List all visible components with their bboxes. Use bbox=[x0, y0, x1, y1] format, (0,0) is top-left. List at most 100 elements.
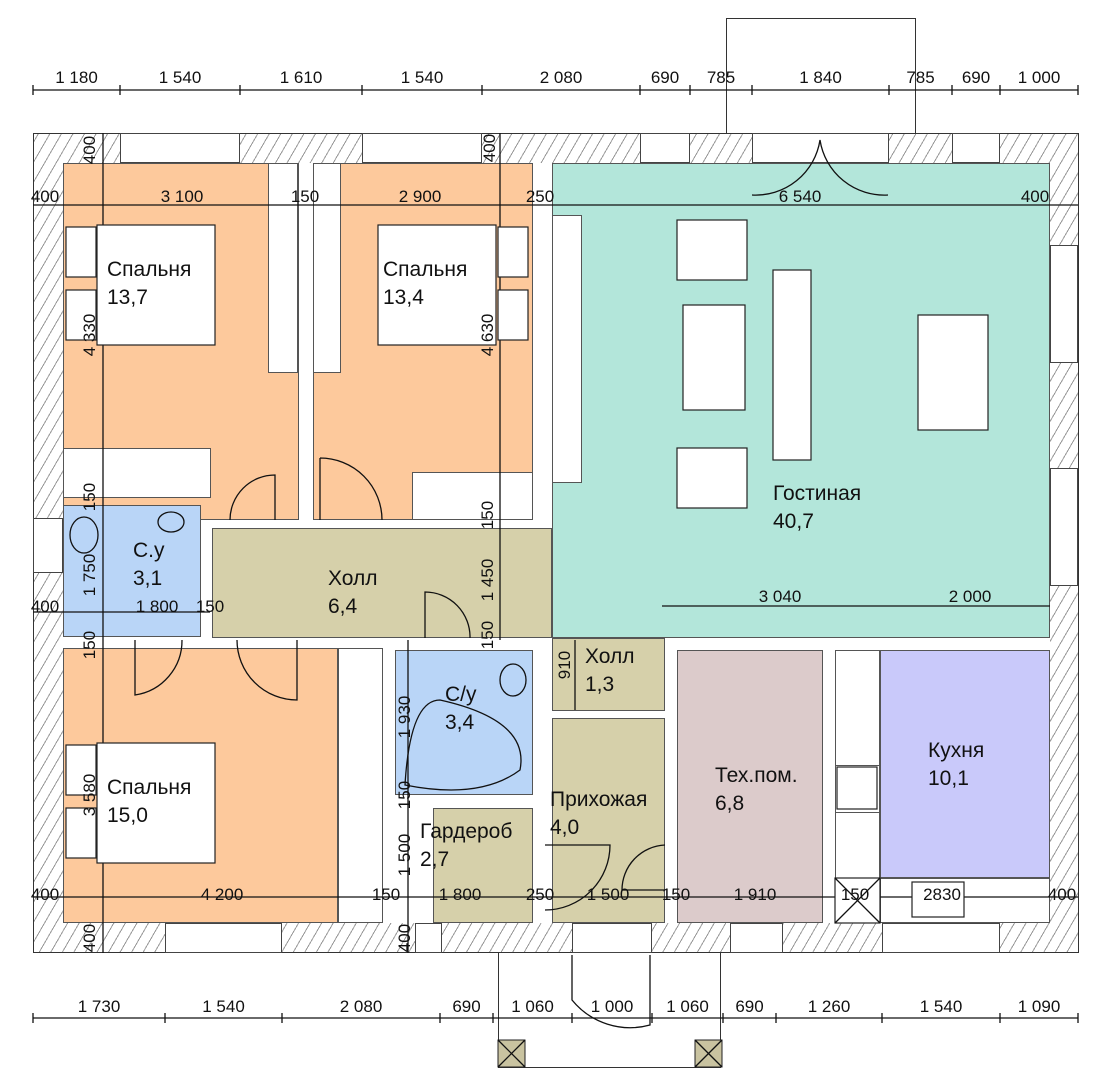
room-name: Тех.пом. bbox=[715, 764, 798, 787]
bottom-dimension-label: 690 bbox=[735, 997, 764, 1016]
dimension-label: 2830 bbox=[923, 885, 961, 904]
room-name: Гардероб bbox=[420, 820, 513, 843]
window bbox=[362, 133, 482, 163]
room-name: Спальня bbox=[107, 776, 192, 799]
dimension-label: 150 bbox=[290, 187, 320, 206]
vertical-dimension-label: 4 330 bbox=[80, 313, 99, 357]
door-icon bbox=[544, 844, 611, 911]
room-wardrobe bbox=[433, 808, 533, 923]
door-icon bbox=[424, 591, 471, 639]
dimension-label: 6 540 bbox=[778, 187, 822, 206]
room-name: Прихожая bbox=[550, 788, 648, 811]
vertical-dimension-label: 910 bbox=[555, 650, 574, 680]
window bbox=[120, 133, 240, 163]
window bbox=[882, 923, 1000, 953]
coffee-table-icon bbox=[682, 304, 746, 411]
room-area: 6,8 bbox=[715, 792, 745, 815]
room-area: 3,4 bbox=[445, 711, 475, 734]
column-icon bbox=[694, 1039, 723, 1068]
armchair-icon bbox=[676, 447, 748, 509]
vertical-dimension-label: 150 bbox=[395, 780, 414, 810]
door-icon bbox=[134, 639, 183, 696]
window bbox=[730, 923, 783, 953]
vertical-dimension-label: 150 bbox=[478, 500, 497, 530]
top-dimension-label: 690 bbox=[961, 68, 991, 87]
top-dimension-label: 785 bbox=[906, 68, 935, 87]
room-area: 10,1 bbox=[928, 767, 969, 790]
room-kitchen bbox=[880, 650, 1050, 878]
window bbox=[33, 518, 63, 573]
room-name: С.у bbox=[133, 539, 165, 562]
room-area: 40,7 bbox=[773, 510, 814, 533]
vertical-dimension-label: 4 630 bbox=[478, 313, 497, 357]
vertical-dimension-label: 150 bbox=[478, 620, 497, 650]
bottom-dimension-label: 1 730 bbox=[77, 997, 121, 1016]
room-area: 15,0 bbox=[107, 804, 148, 827]
sink-icon bbox=[911, 881, 965, 918]
dining-table-icon bbox=[917, 314, 989, 431]
vertical-dimension-label: 150 bbox=[80, 482, 99, 512]
vertical-dimension-label: 1 930 bbox=[395, 695, 414, 739]
room-area: 2,7 bbox=[420, 848, 450, 871]
dimension-label: 3 040 bbox=[758, 587, 802, 606]
bottom-dimension-label: 1 090 bbox=[1017, 997, 1061, 1016]
bottom-dimension-label: 1 260 bbox=[807, 997, 851, 1016]
room-name: Холл bbox=[585, 645, 635, 668]
dimension-label: 400 bbox=[30, 187, 60, 206]
dimension-label: 1 800 bbox=[135, 597, 179, 616]
bottom-dimension-label: 1 540 bbox=[919, 997, 963, 1016]
top-dimension-label: 1 540 bbox=[158, 68, 202, 87]
toilet-icon bbox=[499, 663, 527, 697]
window bbox=[952, 133, 1000, 163]
nightstand-icon bbox=[65, 289, 97, 341]
dimension-label: 2 000 bbox=[948, 587, 992, 606]
closet-1 bbox=[268, 163, 298, 373]
nightstand-icon bbox=[497, 289, 529, 341]
room-name: Спальня bbox=[107, 258, 192, 281]
nightstand-icon bbox=[497, 226, 529, 278]
door-icon bbox=[319, 457, 383, 521]
room-wc-1 bbox=[63, 505, 201, 637]
room-name: Кухня bbox=[928, 739, 985, 762]
bed-icon bbox=[96, 224, 216, 346]
bed-closet-1 bbox=[63, 448, 211, 498]
top-dimension-label: 690 bbox=[650, 68, 680, 87]
dimension-label: 3 100 bbox=[160, 187, 204, 206]
room-name: С/у bbox=[445, 683, 477, 706]
vertical-dimension-label: 1 450 bbox=[478, 558, 497, 602]
room-area: 13,4 bbox=[383, 286, 424, 309]
vertical-dimension-label: 400 bbox=[395, 923, 414, 953]
window bbox=[415, 923, 442, 953]
bottom-dimension-label: 690 bbox=[452, 997, 481, 1016]
window bbox=[165, 923, 282, 953]
dimension-label: 150 bbox=[840, 885, 870, 904]
room-name: Гостиная bbox=[773, 482, 862, 505]
room-entrance bbox=[552, 718, 665, 923]
dimension-label: 150 bbox=[195, 597, 225, 616]
column-icon bbox=[497, 1039, 526, 1068]
closet-2 bbox=[313, 163, 341, 373]
window bbox=[1050, 468, 1078, 586]
top-dimension-label: 1 540 bbox=[400, 68, 444, 87]
top-dimension-label: 1 840 bbox=[799, 68, 842, 87]
armchair-icon bbox=[676, 219, 748, 281]
sink-icon bbox=[157, 511, 185, 533]
nightstand-icon bbox=[65, 744, 97, 796]
top-dimension-label: 1 180 bbox=[55, 68, 98, 87]
dimension-label: 1 800 bbox=[438, 885, 482, 904]
dimension-label: 250 bbox=[525, 187, 555, 206]
window bbox=[572, 923, 652, 953]
dimension-label: 1 910 bbox=[733, 885, 777, 904]
room-area: 1,3 bbox=[585, 673, 615, 696]
room-hall bbox=[212, 528, 552, 638]
dimension-label: 150 bbox=[371, 885, 401, 904]
room-tech bbox=[677, 650, 823, 923]
patio-door-icon bbox=[751, 139, 889, 196]
toilet-icon bbox=[69, 516, 99, 554]
bottom-dimension-label: 1 060 bbox=[511, 997, 554, 1016]
dimension-label: 250 bbox=[525, 885, 555, 904]
vertical-dimension-label: 400 bbox=[480, 133, 499, 163]
vertical-dimension-label: 1 750 bbox=[80, 553, 99, 597]
top-dimension-label: 1 610 bbox=[279, 68, 323, 87]
